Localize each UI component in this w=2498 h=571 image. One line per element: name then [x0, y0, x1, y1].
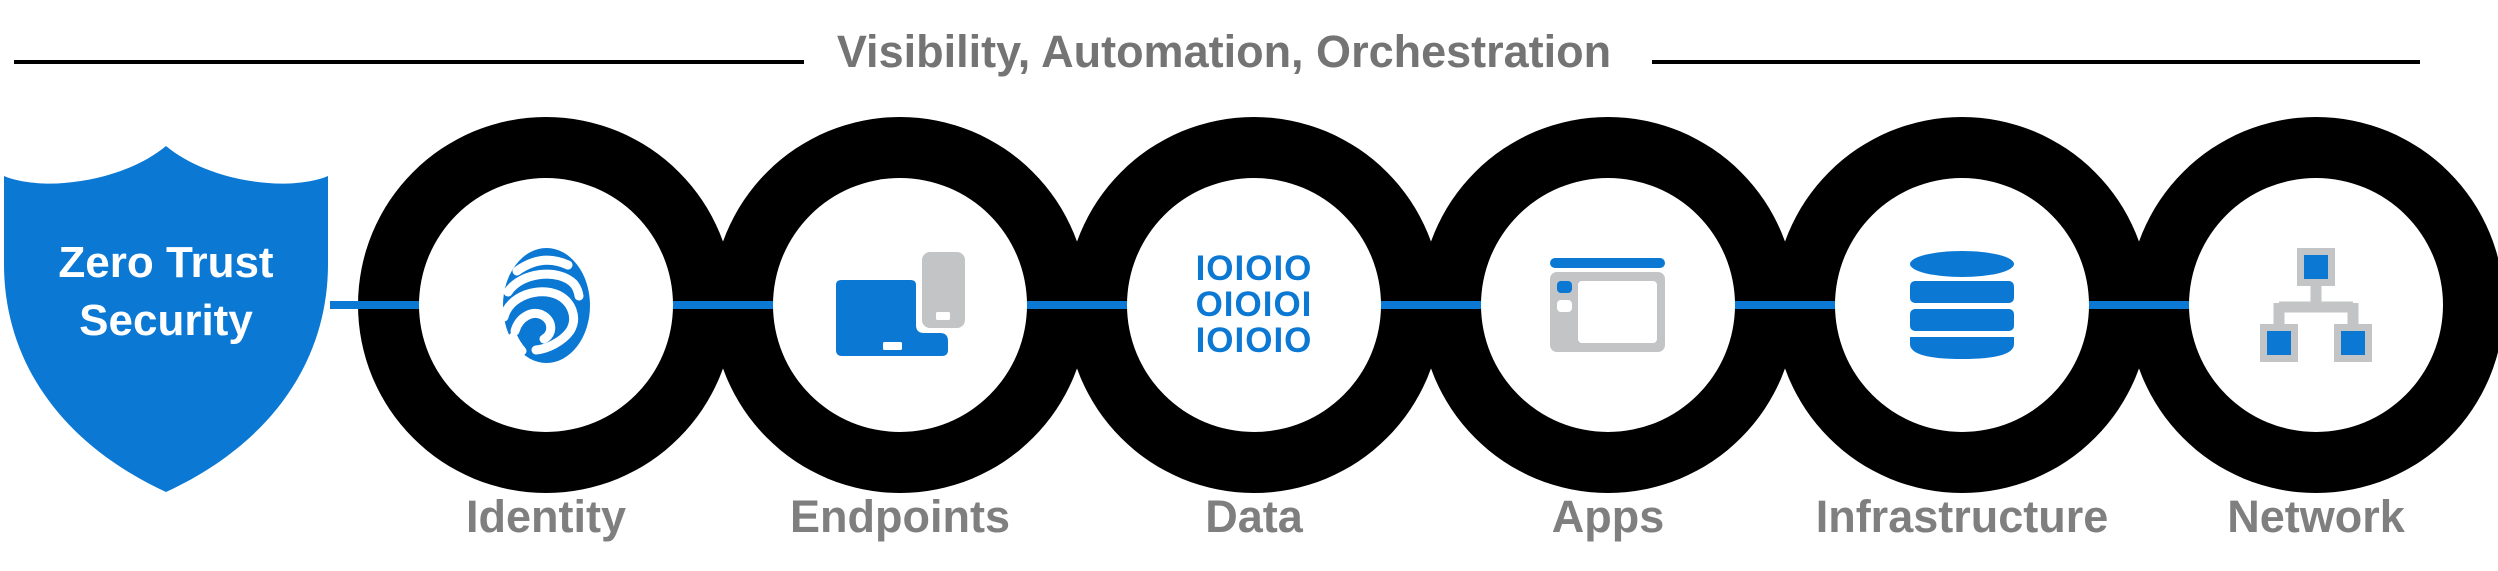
data-label: Data — [1205, 491, 1303, 542]
apps-circle — [1481, 178, 1735, 432]
network-label: Network — [2227, 491, 2405, 542]
shield-title: Zero Trust Security — [0, 234, 332, 350]
title-rule-right — [1652, 60, 2420, 64]
network-circle — [2189, 178, 2443, 432]
node-data: IOIOIO OIOIOI IOIOIO Data — [1066, 117, 1442, 542]
devices-icon — [835, 251, 965, 356]
zero-trust-shield: Zero Trust Security — [0, 146, 332, 492]
app-window-icon — [1550, 258, 1665, 352]
binary-code-icon: IOIOIO OIOIOI IOIOIO — [1196, 251, 1313, 359]
infrastructure-circle — [1835, 178, 2089, 432]
title-rule-left — [14, 60, 804, 64]
apps-label: Apps — [1551, 491, 1665, 542]
binary-row-2: OIOIOI — [1195, 285, 1313, 324]
fingerprint-icon — [499, 247, 590, 363]
endpoints-label: Endpoints — [790, 491, 1010, 542]
node-network: Network — [2128, 117, 2498, 542]
binary-row-1: IOIOIO — [1195, 249, 1313, 288]
node-identity: Identity — [358, 117, 734, 542]
infrastructure-label: Infrastructure — [1815, 491, 2109, 542]
shield-title-line1: Zero Trust — [58, 238, 274, 287]
shield-title-line2: Security — [79, 296, 253, 345]
node-endpoints: Endpoints — [712, 117, 1088, 542]
binary-row-3: IOIOIO — [1195, 321, 1313, 360]
endpoints-circle — [773, 178, 1027, 432]
data-circle: IOIOIO OIOIOI IOIOIO — [1127, 178, 1381, 432]
database-icon — [1910, 251, 2014, 359]
identity-label: Identity — [465, 491, 626, 542]
diagram-title: Visibility, Automation, Orchestration — [836, 26, 1612, 77]
identity-circle — [419, 178, 673, 432]
node-apps: Apps — [1420, 117, 1796, 542]
shield-icon — [4, 146, 328, 492]
node-infrastructure: Infrastructure — [1774, 117, 2150, 542]
network-nodes-icon — [2260, 248, 2372, 362]
